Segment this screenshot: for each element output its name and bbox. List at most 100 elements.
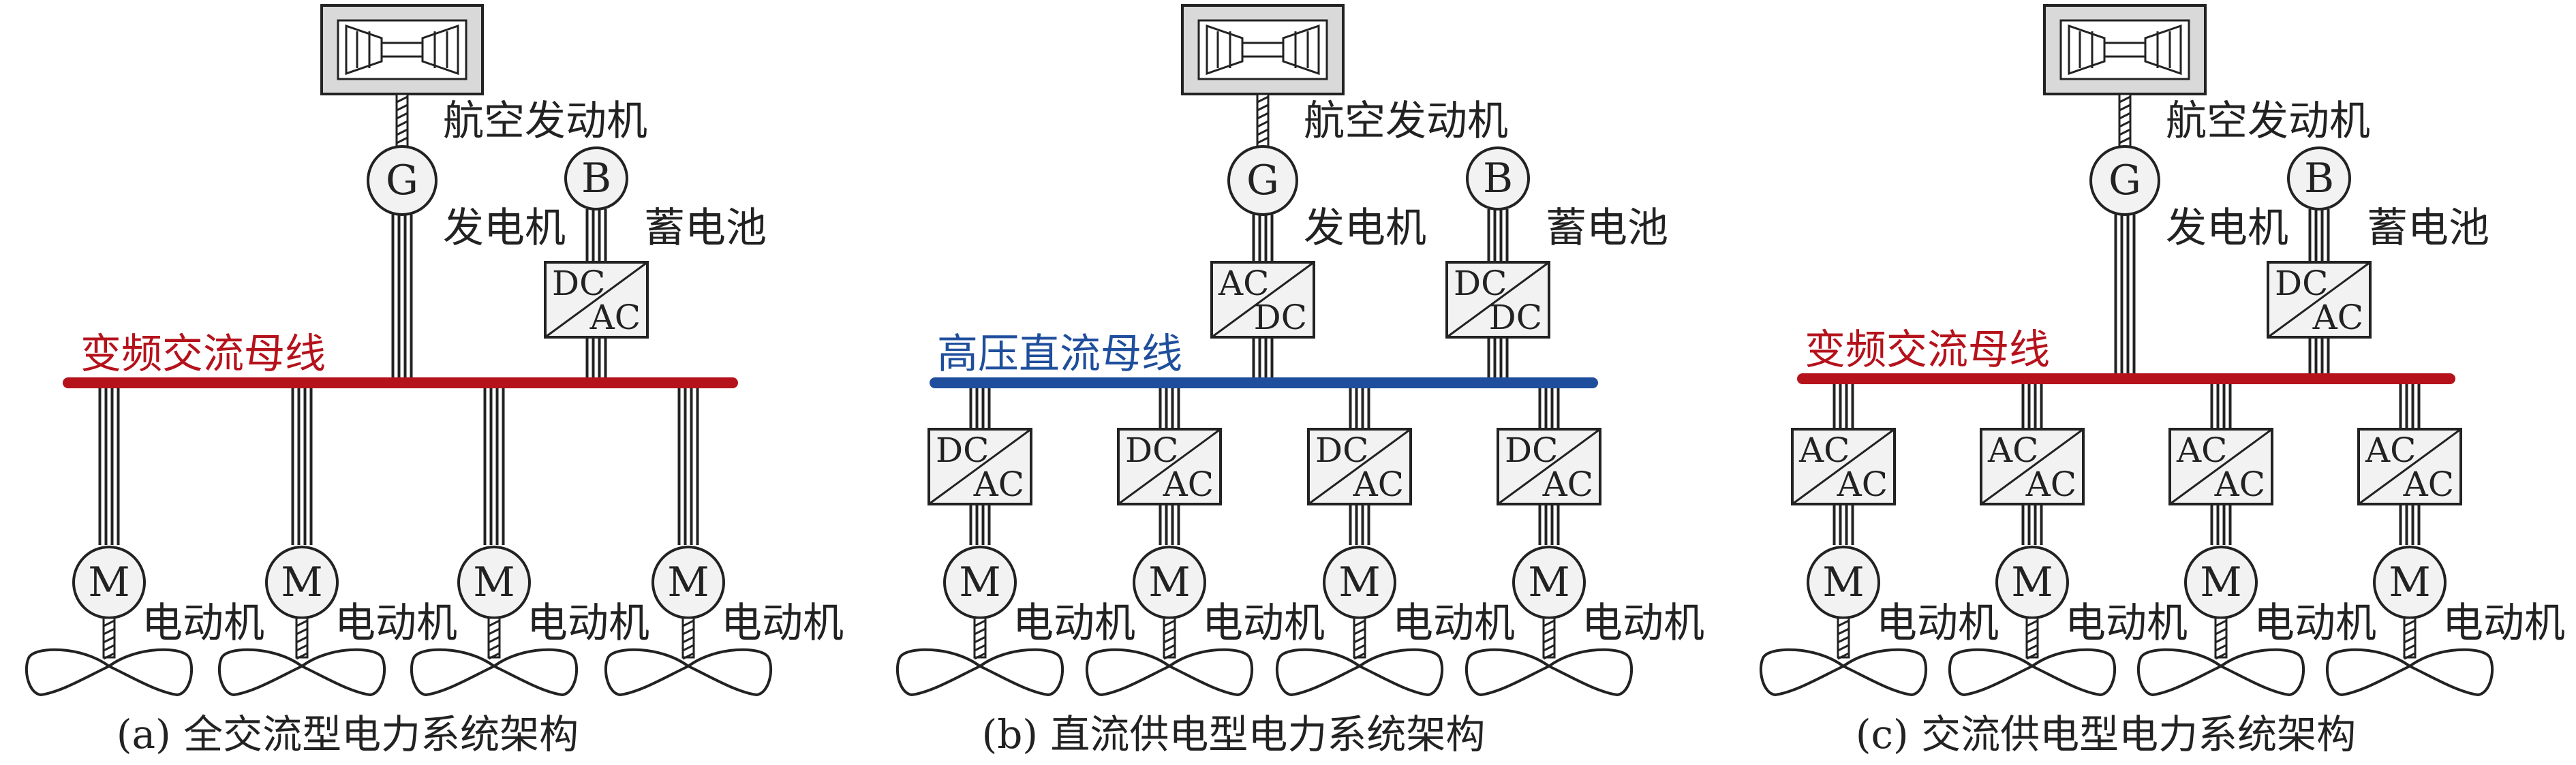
motor-label: 电动机 [2254,599,2376,647]
motor-label: 电动机 [1876,599,1999,647]
propeller-icon [217,648,386,697]
generator: G [367,145,438,216]
motor-wires [1349,504,1370,545]
motor: M [72,546,146,619]
motor: M [1807,546,1880,619]
bus-label: 变频交流母线 [80,330,326,378]
motor-wires [1833,504,1854,545]
motor-bus-wires [2021,384,2043,429]
propeller-icon [2136,648,2305,697]
motor-label: 电动机 [2442,599,2565,647]
battery-converter-output-label: DC [1489,298,1542,337]
motor: M [2184,546,2258,619]
panel-c: 航空发动机G发电机B蓄电池DCAC变频交流母线ACACM电动机ACACM电动机A… [1759,4,2565,758]
motor-converter-output-label: AC [973,465,1024,504]
motor-wires [969,504,991,545]
motor-converter-input-label: DC [1505,431,1558,470]
battery-wires [585,209,607,262]
battery-label: 蓄电池 [1546,204,1668,252]
generator-bus-wires [2114,215,2136,379]
motor-wires [1538,504,1560,545]
motor-symbol: M [2200,559,2241,606]
motor-shaft [2403,616,2417,660]
generator-bus-wires [1252,337,1274,383]
aero-engine-icon [1181,4,1345,95]
panel-b: 航空发动机G发电机ACDCB蓄电池DCDC高压直流母线DCACM电动机DCACM… [895,4,1704,758]
battery-bus-wires [1487,337,1509,383]
generator: G [2089,145,2160,216]
motor-shaft [2214,616,2228,660]
motor-shaft [2025,616,2039,660]
motor-label: 电动机 [527,599,649,647]
motor-label: 电动机 [1582,599,1704,647]
motor-bus-wires [677,388,699,545]
propeller-icon [410,648,579,697]
engine-label: 航空发动机 [2166,97,2370,145]
panel-a: 航空发动机G发电机B蓄电池DCAC变频交流母线M电动机M电动机M电动机M电动机(… [25,4,844,758]
propeller-icon [25,648,194,697]
generator-label: 发电机 [443,204,566,252]
generator-symbol: G [2109,157,2141,204]
propeller-icon [604,648,773,697]
generator-converter-output-label: DC [1254,298,1307,337]
motor: M [1512,546,1586,619]
battery-bus-wires [2308,337,2330,379]
motor-converter-output-label: AC [2403,465,2454,504]
motor-symbol: M [667,559,709,606]
motor-converter-output-label: AC [2214,465,2265,504]
battery-converter-input-label: DC [552,264,605,303]
battery-symbol: B [2304,155,2334,202]
motor-converter-input-label: AC [1798,431,1850,470]
battery-label: 蓄电池 [2367,204,2489,252]
motor-bus-wires [969,388,991,429]
engine-shaft [2118,93,2132,148]
battery-circle [1466,146,1530,210]
motor: M [943,546,1017,619]
motor-label: 电动机 [142,599,264,647]
motor-symbol: M [88,559,129,606]
motor-wires [2399,504,2421,545]
propeller-icon [1085,648,1254,697]
engine-label: 航空发动机 [443,97,647,145]
battery: B [1466,146,1530,210]
battery-converter-input-label: DC [2275,264,2328,303]
motor-shaft [1353,616,1366,660]
motor-shaft [1542,616,1556,660]
engine-shaft [1256,93,1270,148]
battery-wires [1487,209,1509,262]
motor-converter-input-label: DC [1315,431,1368,470]
generator: G [1227,145,1298,216]
motor-label: 电动机 [2065,599,2188,647]
battery-circle [2287,146,2351,210]
motor-converter-input-label: AC [2176,431,2227,470]
propeller-icon [2325,648,2494,697]
propeller-icon [1465,648,1634,697]
generator-wires [1252,215,1274,262]
propeller-icon [895,648,1064,697]
motor-bus-wires [98,388,120,545]
engine-shaft [395,93,409,148]
motor-shaft [295,616,309,660]
motor-shaft [973,616,987,660]
motor-symbol: M [1148,559,1190,606]
propeller-icon [1948,648,2117,697]
motor-symbol: M [1822,559,1864,606]
motor-wires [1159,504,1180,545]
aero-engine-icon [320,4,484,95]
generator-label: 发电机 [1304,204,1426,252]
motor-bus-wires [1349,388,1370,429]
motor-bus-wires [1159,388,1180,429]
